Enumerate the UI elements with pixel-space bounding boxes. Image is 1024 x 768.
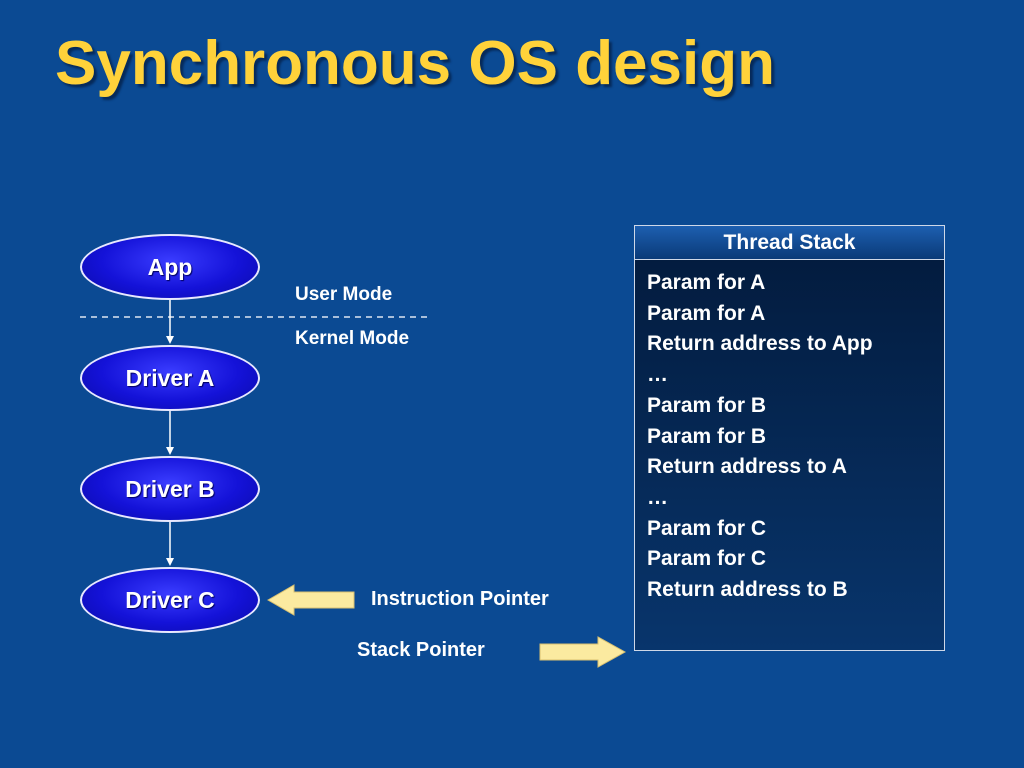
instruction-pointer-label: Instruction Pointer: [371, 588, 549, 610]
flow-arrow-a-to-b: [166, 411, 174, 455]
kernel-mode-label: Kernel Mode: [295, 328, 410, 349]
stack-entry: Param for C: [647, 516, 767, 540]
stack-entry: Return address to A: [647, 455, 847, 479]
node-driver-a: Driver A: [80, 345, 260, 411]
flow-arrow-app-to-a: [166, 300, 174, 344]
stack-entry: …: [647, 485, 668, 509]
thread-stack: Thread Stack Param for A Param for A Ret…: [634, 225, 945, 651]
node-app: App: [80, 234, 260, 300]
node-app-label: App: [147, 253, 193, 280]
node-driver-c-label: Driver C: [125, 586, 215, 613]
stack-entry: Param for B: [647, 393, 767, 417]
node-driver-b-label: Driver B: [125, 475, 215, 502]
slide-title: Synchronous OS design: [55, 29, 775, 98]
node-driver-c: Driver C: [80, 567, 260, 633]
stack-pointer-arrow: [539, 636, 627, 668]
thread-stack-header: Thread Stack: [635, 226, 944, 260]
stack-pointer-label: Stack Pointer: [357, 639, 485, 661]
stack-entry: …: [647, 363, 668, 387]
node-driver-b: Driver B: [80, 456, 260, 522]
flow-arrow-b-to-c: [166, 522, 174, 566]
stack-entry: Return address to App: [647, 332, 873, 356]
stack-entry: Param for A: [647, 301, 766, 325]
user-mode-label: User Mode: [295, 284, 393, 305]
stack-entry: Param for B: [647, 424, 767, 448]
stack-entry: Param for A: [647, 271, 766, 294]
stack-entry: Return address to B: [647, 578, 848, 602]
thread-stack-body: Param for A Param for A Return address t…: [635, 260, 944, 650]
stack-entry: Param for C: [647, 547, 767, 571]
instruction-pointer-arrow: [266, 584, 355, 616]
node-driver-a-label: Driver A: [125, 364, 215, 391]
